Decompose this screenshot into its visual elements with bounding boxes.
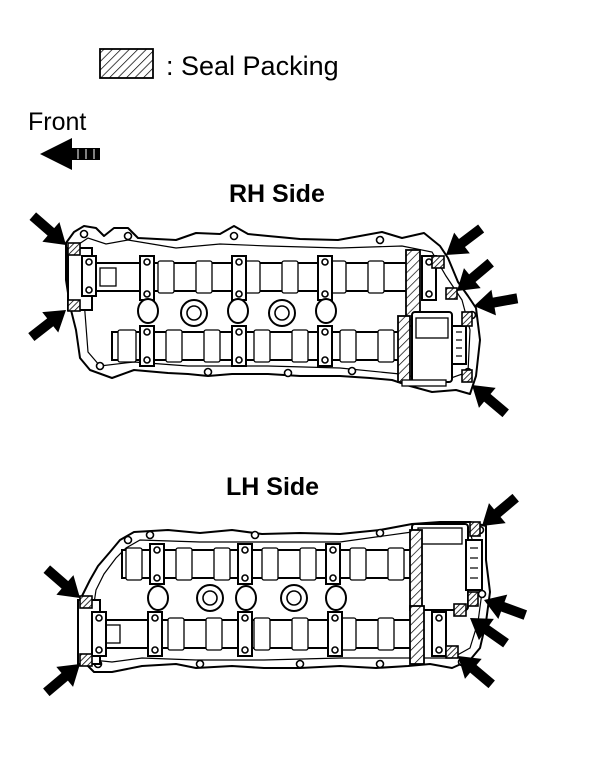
rh-gasket-outline bbox=[65, 225, 481, 395]
rh-lower-camshaft bbox=[111, 329, 401, 363]
front-indicator: Front bbox=[28, 108, 100, 170]
lh-upper-bearing-caps bbox=[149, 543, 341, 585]
lh-seal-packing-spots bbox=[79, 521, 481, 667]
rh-arrow-rear-1-icon bbox=[438, 218, 489, 266]
lh-gasket-outline bbox=[77, 521, 491, 673]
lh-side-title: LH Side bbox=[226, 473, 319, 501]
lh-upper-camshaft bbox=[121, 547, 413, 581]
lh-gasket-inner bbox=[89, 531, 483, 663]
seal-packing-swatch bbox=[99, 48, 154, 79]
lh-lower-bearing-caps bbox=[91, 611, 447, 657]
lh-cam-gear-housing bbox=[409, 523, 483, 665]
rh-arrow-front-bottom-icon bbox=[23, 299, 75, 348]
legend: : Seal Packing bbox=[99, 48, 339, 81]
rh-upper-bearing-caps bbox=[81, 255, 437, 301]
legend-label: : Seal Packing bbox=[166, 51, 339, 81]
rh-seal-packing-spots bbox=[67, 242, 473, 383]
rh-cam-gear-housing bbox=[397, 249, 467, 387]
front-label: Front bbox=[28, 108, 86, 136]
rh-lower-cam-gear bbox=[397, 315, 411, 383]
lh-cylinder-head bbox=[77, 521, 491, 673]
lh-lower-cam-gear bbox=[409, 605, 425, 665]
rh-arrow-rear-3-icon bbox=[471, 285, 520, 319]
rh-lower-bearing-caps bbox=[139, 325, 333, 367]
lh-spark-plug-tubes bbox=[147, 584, 347, 612]
rh-cylinder-head bbox=[65, 225, 481, 395]
rh-side-title: RH Side bbox=[229, 180, 325, 208]
rh-spark-plug-tubes bbox=[137, 298, 337, 327]
front-arrow-icon bbox=[40, 138, 100, 170]
lh-upper-cam-gear bbox=[409, 529, 423, 611]
